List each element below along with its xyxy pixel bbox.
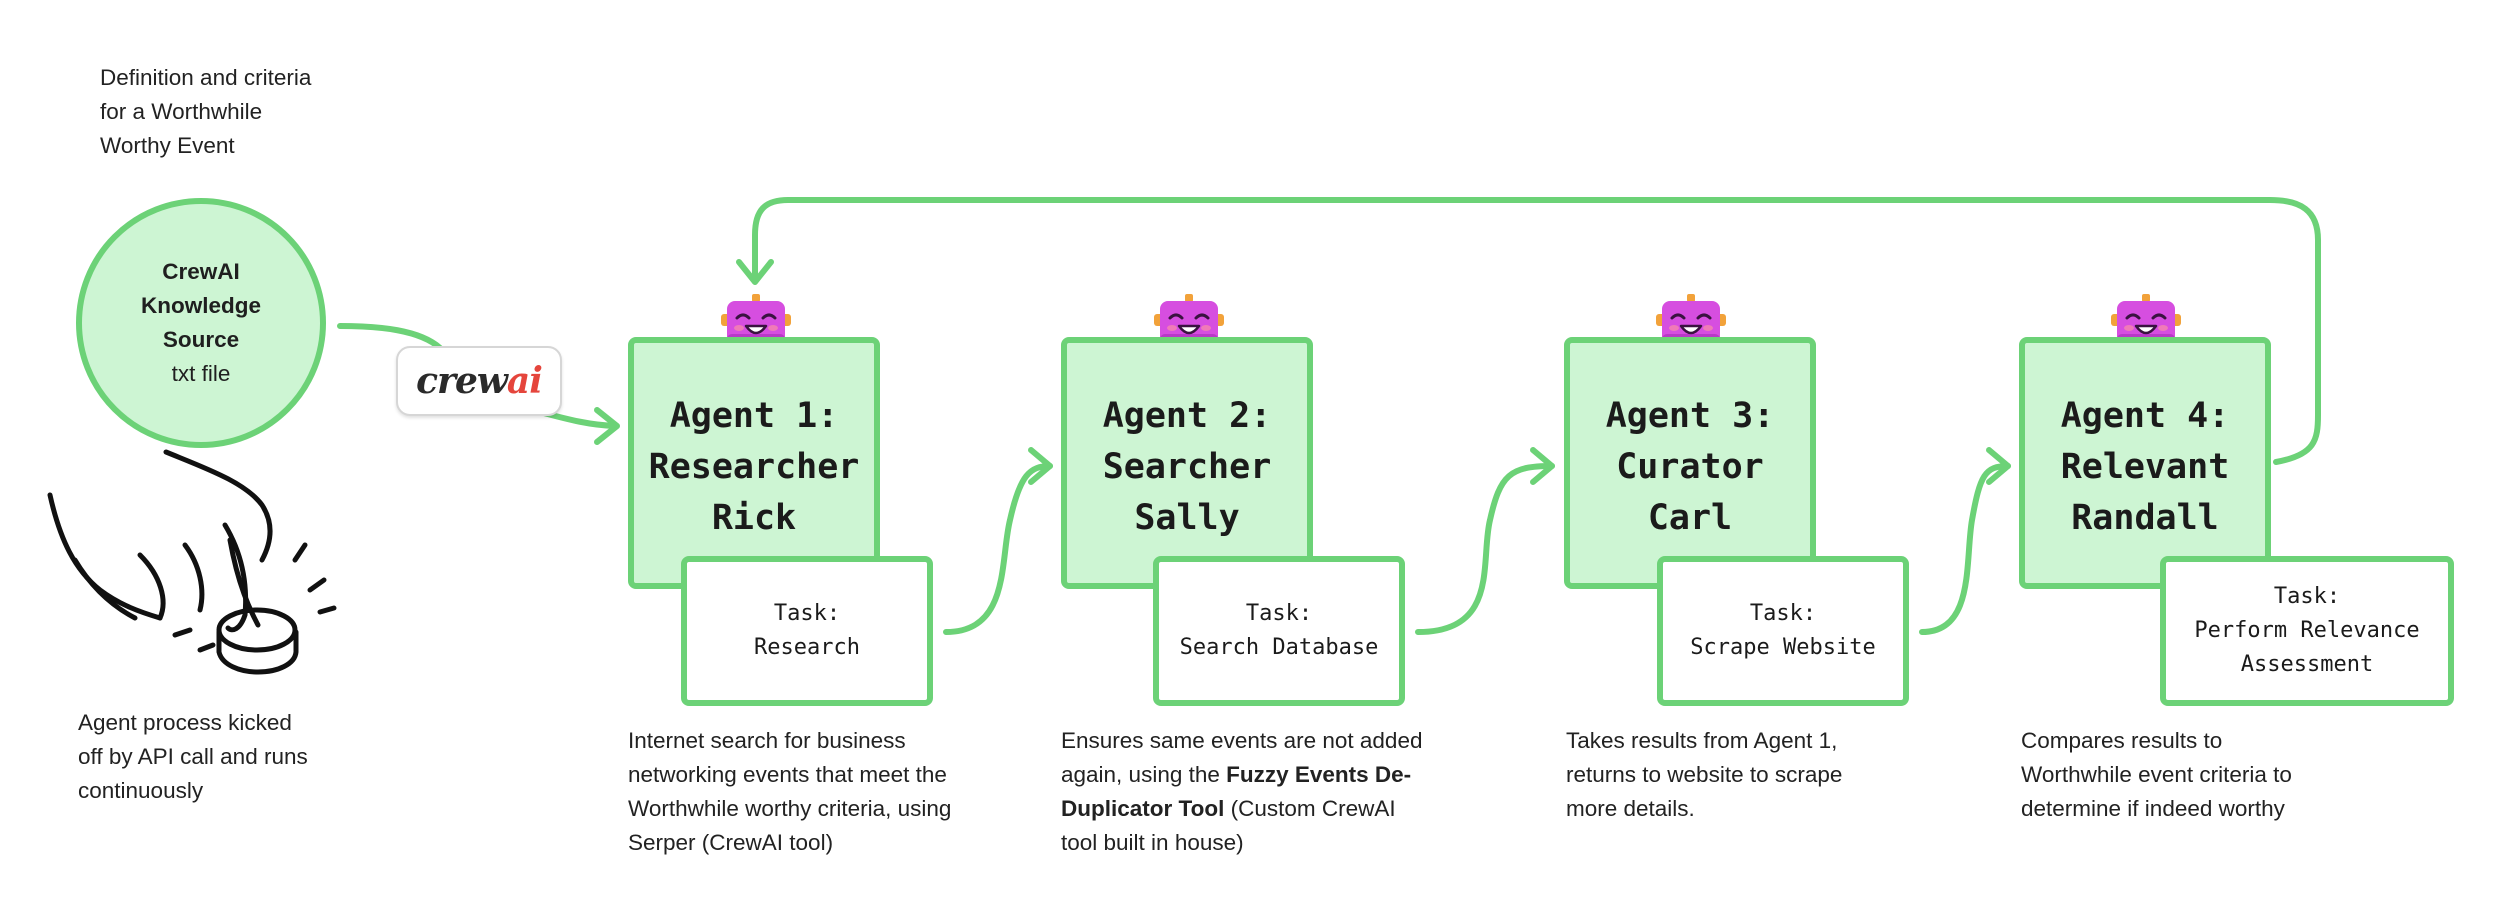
agent-1-task-box: Task: Research	[681, 556, 933, 706]
agent-title-line: Agent 1:	[669, 396, 839, 436]
agent-2-description: Ensures same events are not added again,…	[1061, 724, 1422, 860]
kickoff-note-line: off by API call and runs	[78, 744, 308, 769]
agent-title-line: Rick	[711, 498, 797, 538]
agent-title-line: Agent 2:	[1102, 396, 1272, 436]
agent-description-text: (Custom CrewAI	[1224, 796, 1396, 821]
agent-title-line: Researcher	[648, 447, 860, 487]
agent-description-line: Internet search for business	[628, 728, 906, 753]
knowledge-to-logo-connector	[337, 323, 443, 351]
agent-4-description: Compares results to Worthwhile event cri…	[2021, 724, 2292, 826]
logo-to-agent1-arrowhead	[594, 407, 620, 445]
kickoff-note: Agent process kicked off by API call and…	[78, 706, 308, 808]
loop-back-connector	[752, 197, 2321, 465]
agent-1-box: Agent 1: Researcher Rick	[628, 337, 880, 589]
task-line: Assessment	[2240, 652, 2374, 677]
agent-description-line: Ensures same events are not added	[1061, 728, 1423, 753]
fuzzy-tool-name: Duplicator Tool	[1061, 796, 1225, 821]
agent-4-box: Agent 4: Relevant Randall	[2019, 337, 2271, 589]
knowledge-source-title-line: CrewAI	[162, 259, 240, 284]
hand-pressing-button-icon	[47, 449, 337, 675]
task-line: Task:	[1749, 601, 1817, 626]
agent-title-line: Randall	[2071, 498, 2219, 538]
crewai-logo-part1: crew	[416, 360, 508, 402]
definition-note-line: Worthy Event	[100, 133, 235, 158]
agent-1-description: Internet search for business networking …	[628, 724, 951, 860]
task-line: Perform Relevance	[2194, 618, 2420, 643]
agent-title-line: Carl	[1647, 498, 1733, 538]
task3-to-agent4-connector	[1919, 463, 2011, 635]
agent-title-line: Curator	[1616, 447, 1764, 487]
definition-note-line: for a Worthwhile	[100, 99, 263, 124]
task2-to-agent3-arrowhead	[1530, 447, 1555, 485]
task-line: Search Database	[1179, 635, 1379, 660]
agent-3-description: Takes results from Agent 1, returns to w…	[1566, 724, 1842, 826]
agent-4-task-box: Task: Perform Relevance Assessment	[2160, 556, 2454, 706]
agent-3-box: Agent 3: Curator Carl	[1564, 337, 1816, 589]
task-line: Task:	[2273, 584, 2341, 609]
agent-2-box: Agent 2: Searcher Sally	[1061, 337, 1313, 589]
agent-title-line: Searcher	[1102, 447, 1272, 487]
agent-description-line: Takes results from Agent 1,	[1566, 728, 1838, 753]
agent-description-line: tool built in house)	[1061, 830, 1244, 855]
knowledge-source-title-line: Source	[162, 327, 240, 352]
agent-title-line: Agent 3:	[1605, 396, 1775, 436]
task3-to-agent4-arrowhead	[1986, 447, 2011, 485]
agent-3-task-box: Task: Scrape Website	[1657, 556, 1909, 706]
definition-note: Definition and criteria for a Worthwhile…	[100, 61, 311, 163]
knowledge-source-node: CrewAI Knowledge Source txt file	[76, 198, 326, 448]
agent-title-line: Agent 4:	[2060, 396, 2230, 436]
kickoff-note-line: Agent process kicked	[78, 710, 292, 735]
task-line: Research	[754, 635, 860, 660]
definition-note-line: Definition and criteria	[100, 65, 312, 90]
agent-description-line: Worthwhile event criteria to	[2021, 762, 2292, 787]
knowledge-source-subtitle: txt file	[171, 361, 231, 386]
agent-title-line: Relevant	[2060, 447, 2230, 487]
agent-description-line: Worthwhile worthy criteria, using	[628, 796, 952, 821]
agent-description-line: Duplicator Tool (Custom CrewAI	[1061, 792, 1422, 826]
agent-description-line: again, using the Fuzzy Events De-	[1061, 758, 1422, 792]
agent-2-task-box: Task: Search Database	[1153, 556, 1405, 706]
agent-description-line: Serper (CrewAI tool)	[628, 830, 834, 855]
agent-description-line: Compares results to	[2021, 728, 2223, 753]
task1-to-agent2-connector	[943, 463, 1053, 635]
knowledge-source-title-line: Knowledge	[140, 293, 261, 318]
kickoff-note-line: continuously	[78, 778, 204, 803]
task2-to-agent3-connector	[1415, 463, 1555, 635]
agent-description-line: networking events that meet the	[628, 762, 947, 787]
agent-description-line: returns to website to scrape	[1566, 762, 1843, 787]
task-line: Task:	[1245, 601, 1313, 626]
fuzzy-tool-name: Fuzzy Events De-	[1226, 762, 1412, 787]
crewai-logo-part2: ai	[506, 360, 543, 402]
agent-title-line: Sally	[1134, 498, 1240, 538]
agent-description-text: again, using the	[1061, 762, 1227, 787]
task1-to-agent2-arrowhead	[1028, 447, 1053, 485]
agent-description-line: determine if indeed worthy	[2021, 796, 2285, 821]
task-line: Task:	[773, 601, 841, 626]
agent-description-line: more details.	[1566, 796, 1695, 821]
task-line: Scrape Website	[1690, 635, 1876, 660]
loop-back-arrowhead	[736, 259, 774, 285]
